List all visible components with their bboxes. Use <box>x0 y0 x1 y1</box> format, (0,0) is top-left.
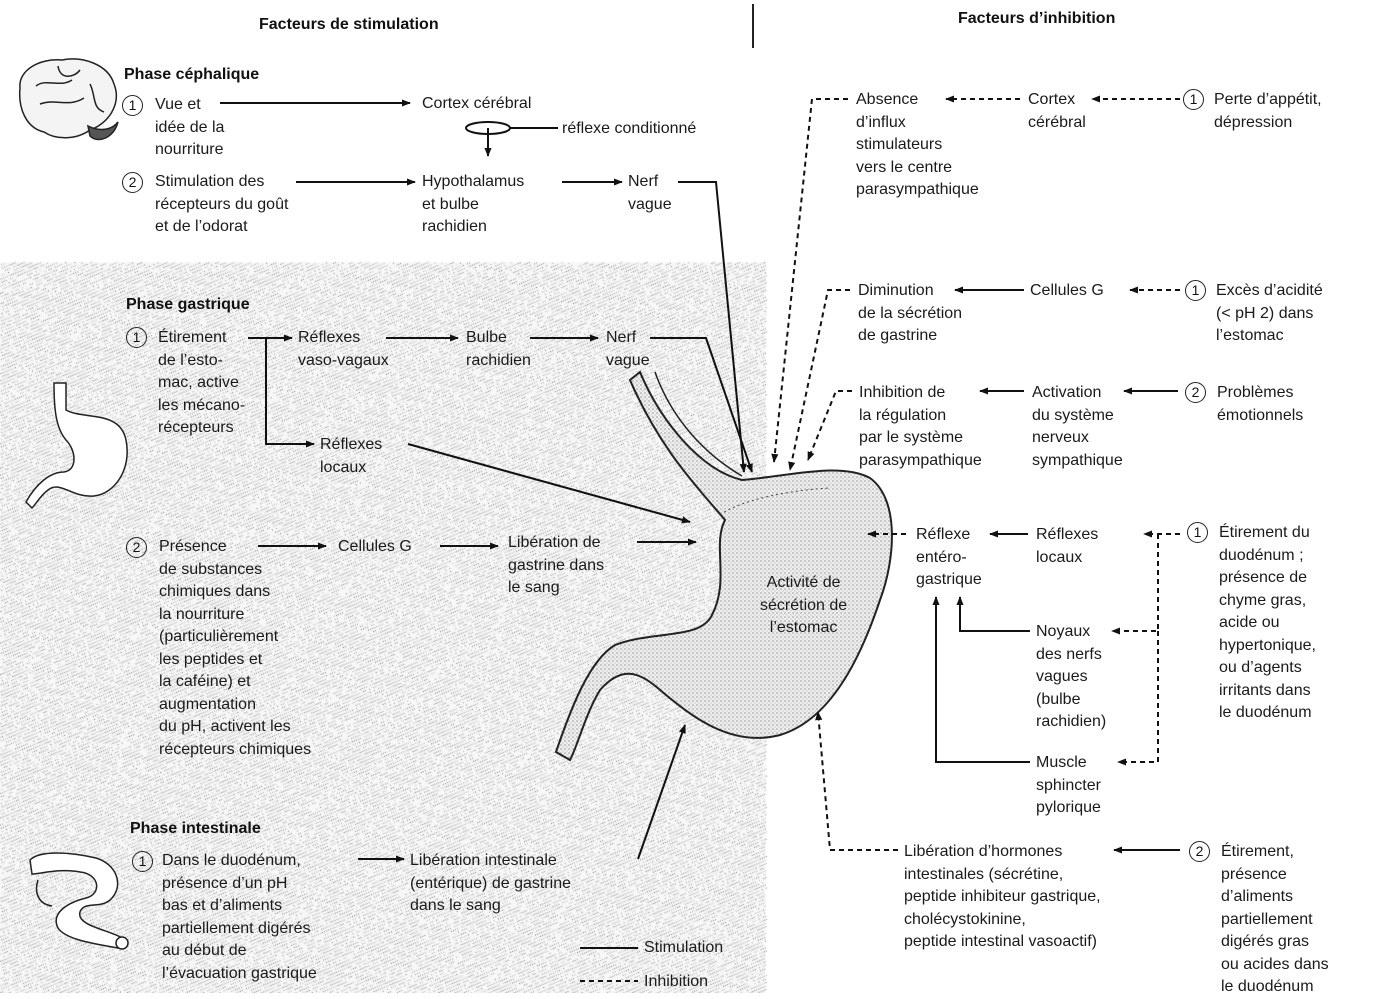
gastrin-decrease-text: Diminution de la sécrétion de gastrine <box>858 280 962 348</box>
duodenum-stretch-text: Étirement du duodénum ; présence de chym… <box>1219 522 1316 725</box>
hypothalamus-label: Hypothalamus et bulbe rachidien <box>422 171 524 239</box>
legend-stimulation: Stimulation <box>644 937 723 960</box>
inhib-cortex-label: Cortex cérébral <box>1028 89 1086 134</box>
gastrin-release-label: Libération de gastrine dans le sang <box>508 532 604 600</box>
excess-acidity-text: Excès d’acidité (< pH 2) dans l’estomac <box>1216 280 1323 348</box>
emotional-problems-text: Problèmes émotionnels <box>1217 382 1303 427</box>
inhib-emotional-number: 2 <box>1185 382 1206 403</box>
gastric-item1-number: 1 <box>126 327 147 348</box>
enterogastric-reflex-label: Réflexe entéro- gastrique <box>916 524 982 592</box>
gastric-vagus-label: Nerf vague <box>606 327 650 372</box>
absence-of-impulses-text: Absence d’influx stimulateurs vers le ce… <box>856 89 979 202</box>
brain-icon <box>20 59 118 140</box>
gastric-local-reflex-label: Réflexes locaux <box>320 434 382 479</box>
inhib-stretch-number: 2 <box>1189 841 1210 862</box>
appetite-loss-text: Perte d’appétit, dépression <box>1214 89 1322 134</box>
vasovagal-reflex-label: Réflexes vaso-vagaux <box>298 327 389 372</box>
cephalic-item1-text: Vue et idée de la nourriture <box>155 94 224 162</box>
cephalic-item2-text: Stimulation des récepteurs du goût et de… <box>155 171 288 239</box>
gastric-g-cells-label: Cellules G <box>338 536 412 559</box>
hormone-release-text: Libération d’hormones intestinales (sécr… <box>904 841 1101 954</box>
conditioned-reflex-label: réflexe conditionné <box>562 118 696 141</box>
stomach-secretion-label: Activité de sécrétion de l’estomac <box>760 572 847 640</box>
pyloric-sphincter-label: Muscle sphincter pylorique <box>1036 752 1101 820</box>
inhib-duodenum-number: 1 <box>1187 522 1208 543</box>
stomach-icon <box>26 383 127 508</box>
column-divider <box>752 4 754 48</box>
cephalic-phase-title: Phase céphalique <box>124 66 259 84</box>
gastric-item2-number: 2 <box>126 537 147 558</box>
intestinal-phase-title: Phase intestinale <box>130 820 261 838</box>
inhib-g-cells-label: Cellules G <box>1030 280 1104 303</box>
stimulation-header: Facteurs de stimulation <box>259 16 439 34</box>
inhib-appetite-number: 1 <box>1183 89 1204 110</box>
inhib-acidity-number: 1 <box>1185 280 1206 301</box>
gastric-item1-text: Étirement de l’esto- mac, active les méc… <box>158 327 245 440</box>
intestine-icon <box>30 853 128 949</box>
inhib-local-reflex-label: Réflexes locaux <box>1036 524 1098 569</box>
stomach-illustration <box>556 372 892 760</box>
cephalic-item1-number: 1 <box>122 95 143 116</box>
intestinal-item1-text: Dans le duodénum, présence d’un pH bas e… <box>162 850 317 985</box>
legend-inhibition: Inhibition <box>644 971 708 994</box>
vagal-nuclei-label: Noyaux des nerfs vagues (bulbe rachidien… <box>1036 621 1106 734</box>
cephalic-cortex-label: Cortex cérébral <box>422 93 531 116</box>
inhibition-header: Facteurs d’inhibition <box>958 10 1115 28</box>
gastric-item2-text: Présence de substances chimiques dans la… <box>159 536 311 761</box>
gastric-phase-title: Phase gastrique <box>126 296 250 314</box>
intestinal-gastrin-label: Libération intestinale (entérique) de ga… <box>410 850 571 918</box>
duodenum-content-text: Étirement, présence d’aliments partielle… <box>1221 841 1329 999</box>
cephalic-item2-number: 2 <box>122 172 143 193</box>
cephalic-vagus-label: Nerf vague <box>628 171 672 216</box>
intestinal-item1-number: 1 <box>132 851 153 872</box>
parasympathetic-inhibition-text: Inhibition de la régulation par le systè… <box>859 382 982 472</box>
sympathetic-activation-text: Activation du système nerveux sympathiqu… <box>1032 382 1123 472</box>
gastric-medulla-label: Bulbe rachidien <box>466 327 531 372</box>
